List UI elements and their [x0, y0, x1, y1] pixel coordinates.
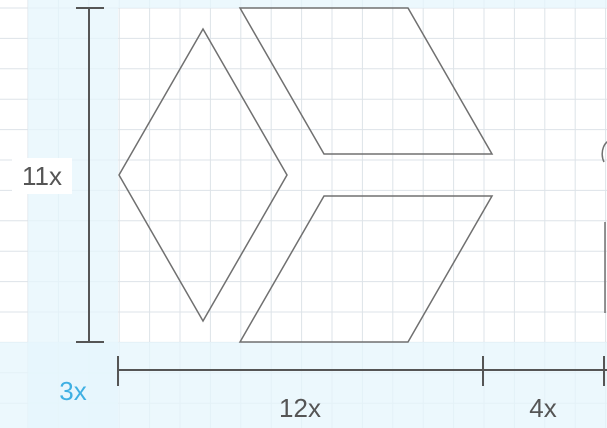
top-right-parallelogram-shape	[238, 7, 494, 155]
top-margin-band	[118, 0, 607, 8]
cropped-letter-arc	[601, 141, 607, 163]
bottom-margin-band	[0, 342, 607, 428]
width-label: 12x	[279, 393, 321, 423]
height-label-background	[12, 158, 72, 194]
bottom-right-parallelogram-shape	[238, 195, 494, 343]
height-label: 11x	[22, 161, 62, 191]
left-rhombus-shape	[118, 27, 288, 323]
margin-label: 3x	[59, 376, 86, 406]
gap-label: 4x	[529, 393, 556, 423]
